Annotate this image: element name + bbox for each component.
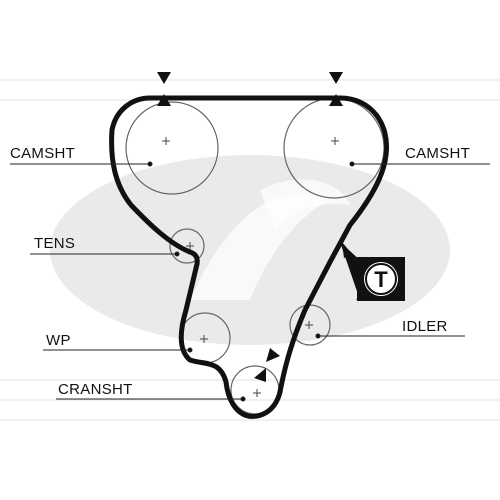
label-water-pump: WP <box>46 332 71 349</box>
leader-lines <box>10 161 490 402</box>
watermark <box>0 68 500 432</box>
label-crankshaft: CRANSHT <box>58 381 133 398</box>
label-idler: IDLER <box>402 318 448 335</box>
timing-mark-icon <box>254 348 280 382</box>
tensioner-t-icon: T <box>340 242 405 301</box>
label-camshaft-right: CAMSHT <box>405 145 470 162</box>
timing-mark-icon <box>157 72 171 106</box>
timing-belt <box>109 95 390 419</box>
label-tensioner: TENS <box>34 235 75 252</box>
camshaft-left-pulley <box>125 101 219 195</box>
pulley-centers <box>162 137 339 397</box>
timing-mark-icon <box>329 72 343 106</box>
tensioner-pulley <box>169 228 205 264</box>
tensioner-badge-letter: T <box>374 267 388 292</box>
label-camshaft-left: CAMSHT <box>10 145 75 162</box>
